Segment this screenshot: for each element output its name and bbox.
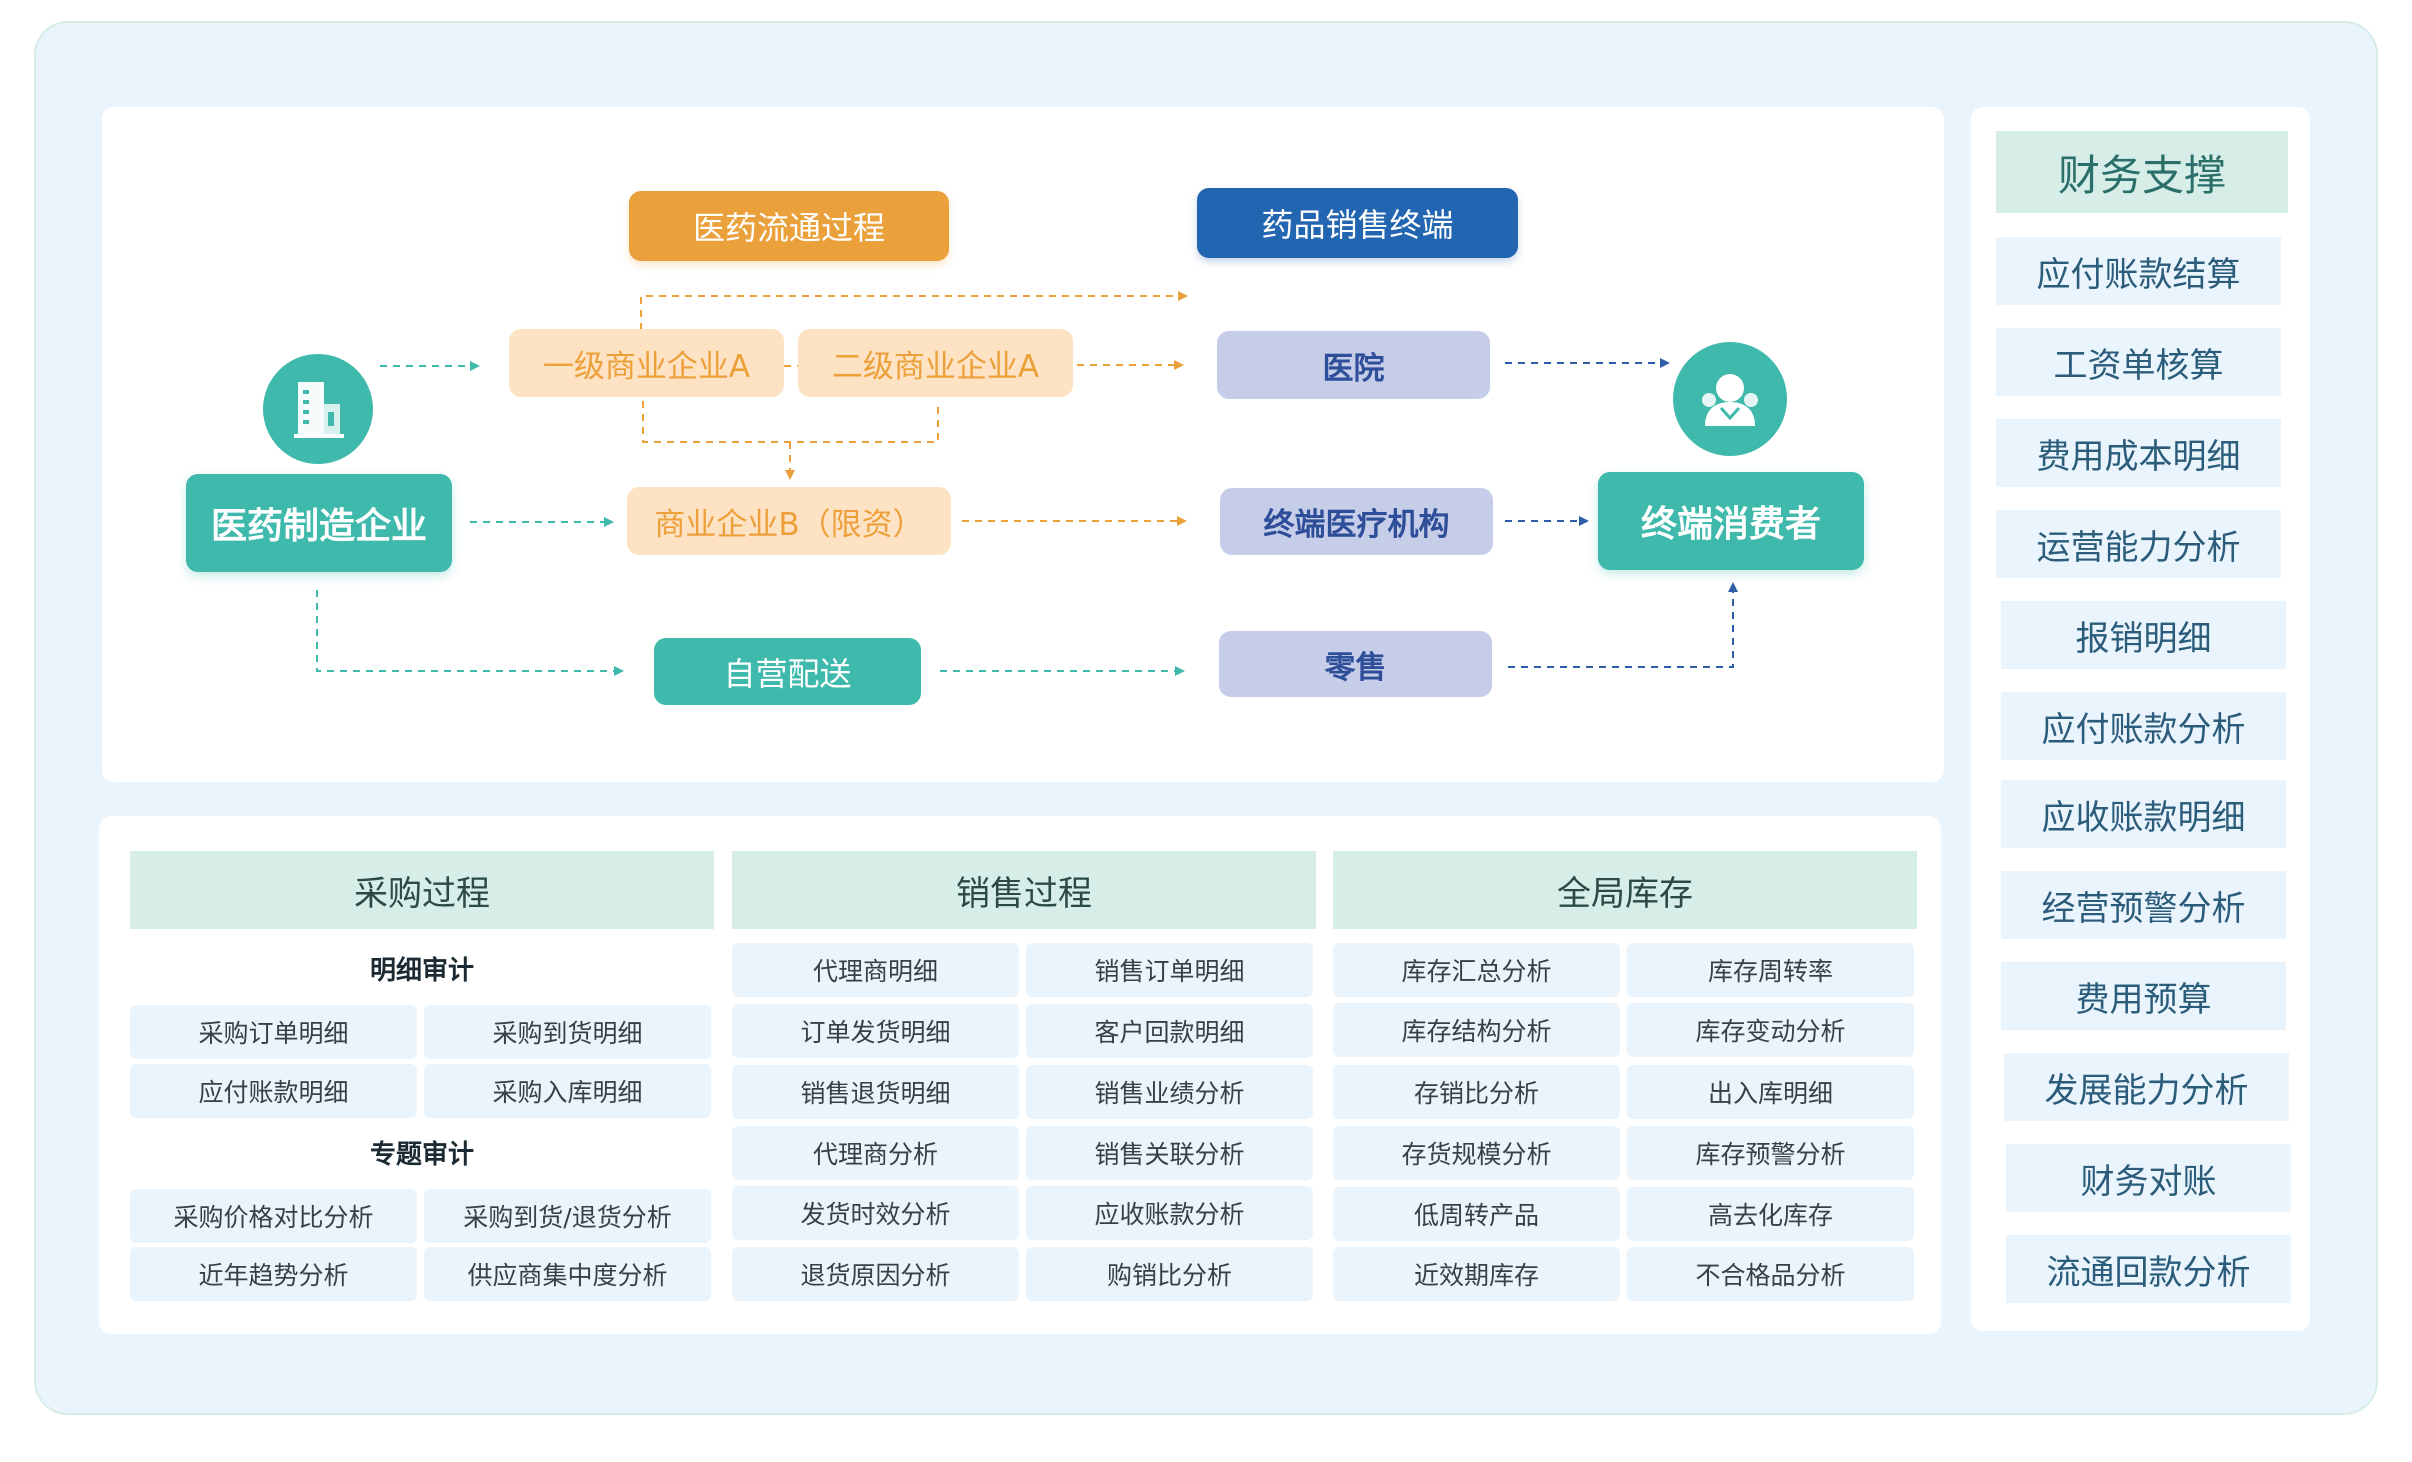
finance-item: 流通回款分析 — [2006, 1235, 2291, 1303]
inventory-item: 库存周转率 — [1627, 943, 1914, 997]
sales-item: 销售订单明细 — [1026, 943, 1313, 997]
finance-item: 经营预警分析 — [2001, 871, 2286, 939]
finance-item: 财务对账 — [2006, 1144, 2291, 1212]
arrow-manufacturer-delivery — [316, 590, 624, 676]
arrow-retail-consumer — [1508, 582, 1738, 668]
finance-item: 发展能力分析 — [2004, 1053, 2289, 1121]
user-group-icon — [1702, 374, 1758, 426]
inventory-item: 库存汇总分析 — [1333, 943, 1620, 997]
consumer-node: 终端消费者 — [1598, 472, 1864, 570]
sales-header: 销售过程 — [732, 851, 1316, 929]
inventory-header: 全局库存 — [1333, 851, 1917, 929]
inventory-item: 高去化库存 — [1627, 1187, 1914, 1241]
arrow-level-to-b — [642, 401, 939, 478]
purchase-topic-item: 近年趋势分析 — [130, 1247, 417, 1301]
terminal-medical-node: 终端医疗机构 — [1220, 488, 1493, 555]
inventory-item: 低周转产品 — [1333, 1187, 1620, 1241]
level1-enterprise-node: 一级商业企业A — [509, 329, 784, 397]
building-icon — [294, 382, 344, 438]
purchase-topic-item: 采购价格对比分析 — [130, 1189, 417, 1243]
circulation-header: 医药流通过程 — [629, 191, 949, 261]
terminal-header: 药品销售终端 — [1197, 188, 1518, 258]
sales-item: 代理商明细 — [732, 943, 1019, 997]
finance-item: 应付账款分析 — [2001, 692, 2286, 760]
inventory-item: 库存结构分析 — [1333, 1003, 1620, 1057]
purchase-detail-item: 采购到货明细 — [424, 1005, 711, 1059]
finance-item: 应付账款结算 — [1996, 237, 2281, 305]
sales-item: 应收账款分析 — [1026, 1186, 1313, 1240]
self-delivery-node: 自营配送 — [654, 638, 921, 705]
sales-item: 销售关联分析 — [1026, 1126, 1313, 1180]
sales-item: 发货时效分析 — [732, 1186, 1019, 1240]
inventory-item: 近效期库存 — [1333, 1247, 1620, 1301]
sales-item: 订单发货明细 — [732, 1004, 1019, 1058]
inventory-item: 出入库明细 — [1627, 1065, 1914, 1119]
finance-item: 应收账款明细 — [2001, 780, 2286, 848]
purchase-detail-item: 应付账款明细 — [130, 1064, 417, 1118]
hospital-node: 医院 — [1217, 331, 1490, 399]
level2-enterprise-node: 二级商业企业A — [798, 329, 1073, 397]
purchase-topic-item: 供应商集中度分析 — [424, 1247, 711, 1301]
sales-item: 购销比分析 — [1026, 1247, 1313, 1301]
inventory-item: 存销比分析 — [1333, 1065, 1620, 1119]
purchase-detail-item: 采购入库明细 — [424, 1064, 711, 1118]
finance-item: 报销明细 — [2001, 601, 2286, 669]
sales-item: 销售退货明细 — [732, 1065, 1019, 1119]
inventory-item: 不合格品分析 — [1627, 1247, 1914, 1301]
retail-node: 零售 — [1219, 631, 1492, 697]
arrow-level1-terminal-top — [640, 291, 1188, 330]
sales-item: 销售业绩分析 — [1026, 1065, 1313, 1119]
finance-item: 工资单核算 — [1996, 328, 2281, 396]
finance-item: 费用预算 — [2001, 962, 2286, 1030]
purchase-topic-title: 专题审计 — [369, 1139, 474, 1170]
manufacturer-node: 医药制造企业 — [186, 474, 452, 572]
finance-header: 财务支撑 — [1996, 131, 2288, 213]
finance-item: 费用成本明细 — [1996, 419, 2281, 487]
business-b-node: 商业企业B（限资） — [627, 487, 951, 555]
inventory-item: 库存预警分析 — [1627, 1126, 1914, 1180]
consumer-icon-circle — [1673, 342, 1787, 456]
sales-item: 客户回款明细 — [1026, 1004, 1313, 1058]
purchase-header: 采购过程 — [130, 851, 714, 929]
sales-item: 退货原因分析 — [732, 1247, 1019, 1301]
sales-item: 代理商分析 — [732, 1126, 1019, 1180]
purchase-topic-item: 采购到货/退货分析 — [424, 1189, 711, 1243]
inventory-item: 存货规模分析 — [1333, 1126, 1620, 1180]
purchase-detail-title: 明细审计 — [369, 955, 474, 986]
finance-item: 运营能力分析 — [1996, 510, 2281, 578]
purchase-detail-item: 采购订单明细 — [130, 1005, 417, 1059]
flow-panel — [102, 107, 1944, 782]
inventory-item: 库存变动分析 — [1627, 1003, 1914, 1057]
manufacturer-icon-circle — [263, 354, 373, 464]
